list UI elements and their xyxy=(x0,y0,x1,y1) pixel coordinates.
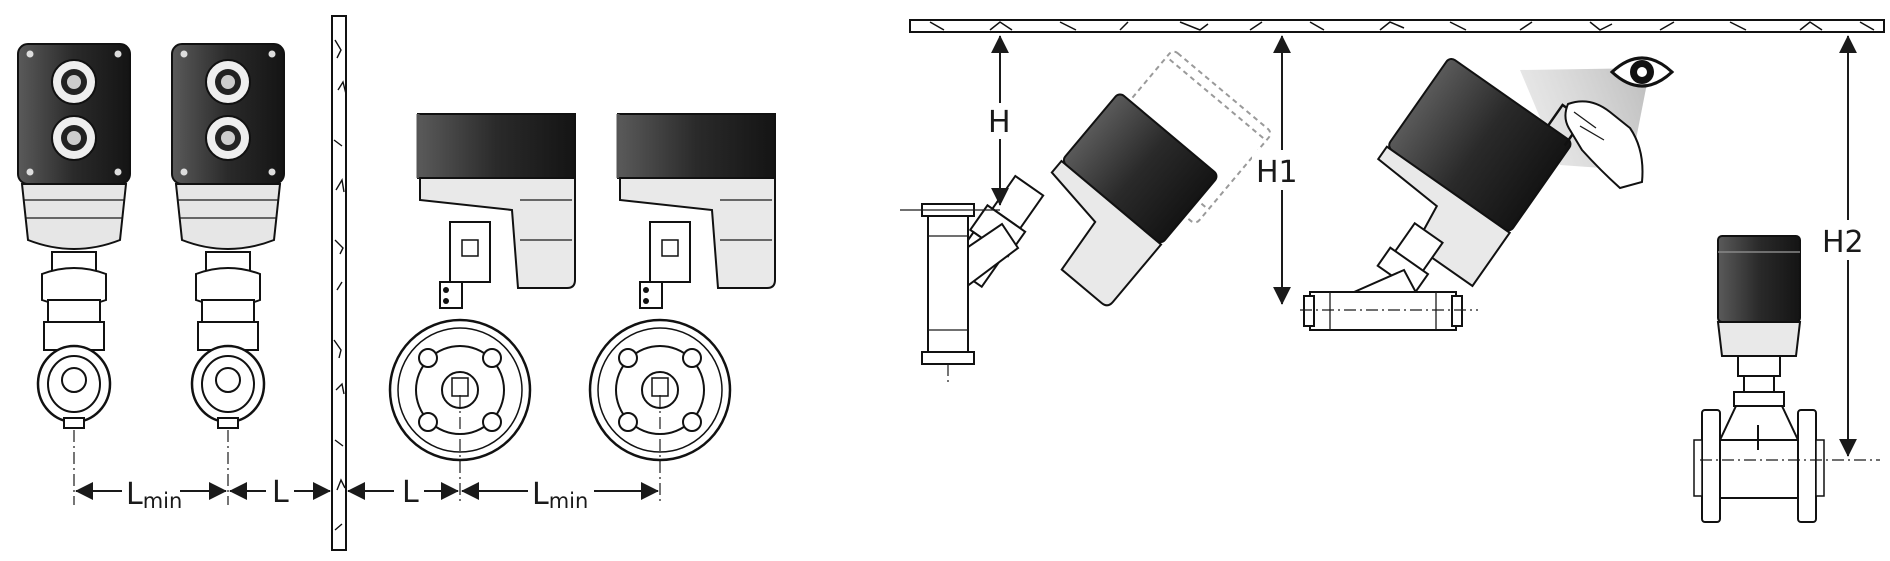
dimension-label-h2: H2 xyxy=(1822,225,1864,260)
eye-icon xyxy=(1609,56,1675,88)
dimension-label-lmin-left: Lmin xyxy=(126,477,182,513)
wall-vertical xyxy=(331,15,347,551)
front-view-valve-2 xyxy=(171,43,285,429)
ceiling xyxy=(909,19,1885,33)
upright-flanged-valve xyxy=(1693,235,1825,523)
tilted-valve-assembly xyxy=(921,50,1272,365)
dimension-label-l-right: L xyxy=(402,475,419,510)
dimension-label-h: H xyxy=(988,105,1011,140)
side-view-valve-2 xyxy=(588,113,776,462)
side-view-valve-1 xyxy=(388,113,576,462)
hand-icon xyxy=(1564,100,1644,190)
dimension-label-l-left: L xyxy=(272,475,289,510)
dimension-label-lmin-right: Lmin xyxy=(532,477,588,513)
inclined-valve-assembly xyxy=(1303,57,1650,331)
front-view-valve-1 xyxy=(17,43,131,429)
dimension-label-h1: H1 xyxy=(1256,155,1298,190)
